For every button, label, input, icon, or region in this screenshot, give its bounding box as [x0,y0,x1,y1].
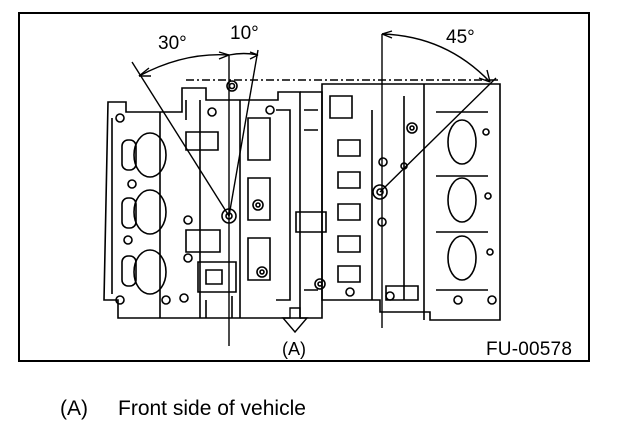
angle-label-10: 10° [230,23,259,44]
angle-reference-lines [131,34,497,346]
right-cylinder-head [314,83,501,321]
legend-text: Front side of vehicle [118,397,306,420]
left-cylinder-head [103,80,301,319]
angle-arcs [138,30,491,83]
angle-label-30: 30° [158,33,187,54]
legend: (A) Front side of vehicle [60,398,306,419]
legend-marker: (A) [60,397,88,420]
angle-label-45: 45° [446,27,475,48]
figure-code: FU-00578 [486,339,573,360]
front-direction-marker: (A) [282,339,306,359]
figure-frame [18,12,590,362]
down-arrow-icon [281,307,309,334]
